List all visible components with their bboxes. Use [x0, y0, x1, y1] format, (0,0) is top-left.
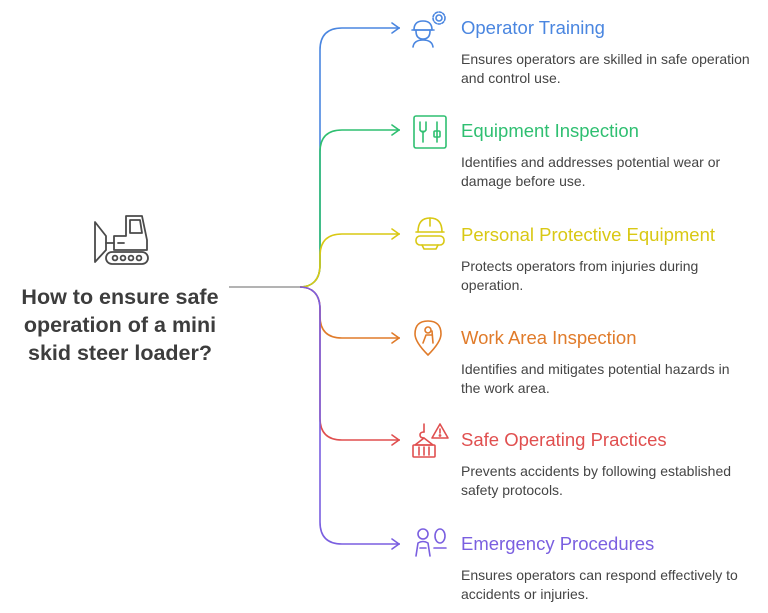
- branch-description-personal-protective-equipment: Protects operators from injuries during …: [461, 258, 699, 293]
- arrow-equipment-inspection: [391, 124, 400, 136]
- hard-hat-goggles-icon: [415, 217, 445, 250]
- branch-description-emergency-procedures: Ensures operators can respond effectivel…: [461, 567, 738, 602]
- arrow-personal-protective-equipment: [391, 228, 400, 240]
- branch-description-work-area-inspection: Identifies and mitigates potential hazar…: [461, 361, 730, 396]
- location-pin-worker-icon: [414, 320, 442, 356]
- connector-work-area-inspection: [299, 286, 400, 339]
- arrow-operator-training: [391, 22, 400, 34]
- branch-title-emergency-procedures: Emergency Procedures: [461, 533, 655, 554]
- branch-description-equipment-inspection: Identifies and addresses potential wear …: [461, 154, 721, 189]
- branch-title-personal-protective-equipment: Personal Protective Equipment: [461, 224, 715, 245]
- branch-title-operator-training: Operator Training: [461, 17, 605, 38]
- arrow-safe-operating-practices: [391, 434, 400, 446]
- arrow-work-area-inspection: [391, 332, 400, 344]
- connector-emergency-procedures: [299, 286, 400, 545]
- crane-hook-warning-icon: [412, 423, 449, 458]
- control-panel-icon: [413, 115, 447, 149]
- operator-gear-icon: [411, 11, 446, 48]
- mini-skid-steer-loader-icon: [94, 215, 149, 265]
- connector-equipment-inspection: [299, 129, 400, 288]
- branch-title-work-area-inspection: Work Area Inspection: [461, 327, 637, 348]
- person-emergency-icon: [415, 528, 447, 557]
- branch-title-equipment-inspection: Equipment Inspection: [461, 120, 639, 141]
- branch-title-safe-operating-practices: Safe Operating Practices: [461, 429, 667, 450]
- connector-operator-training: [299, 27, 400, 288]
- branch-description-safe-operating-practices: Prevents accidents by following establis…: [461, 463, 732, 498]
- connector-safe-operating-practices: [299, 286, 400, 441]
- arrow-emergency-procedures: [391, 538, 400, 550]
- diagram-title: How to ensure safe operation of a mini s…: [21, 285, 219, 365]
- connector-personal-protective-equipment: [299, 233, 400, 288]
- branch-description-operator-training: Ensures operators are skilled in safe op…: [461, 51, 750, 86]
